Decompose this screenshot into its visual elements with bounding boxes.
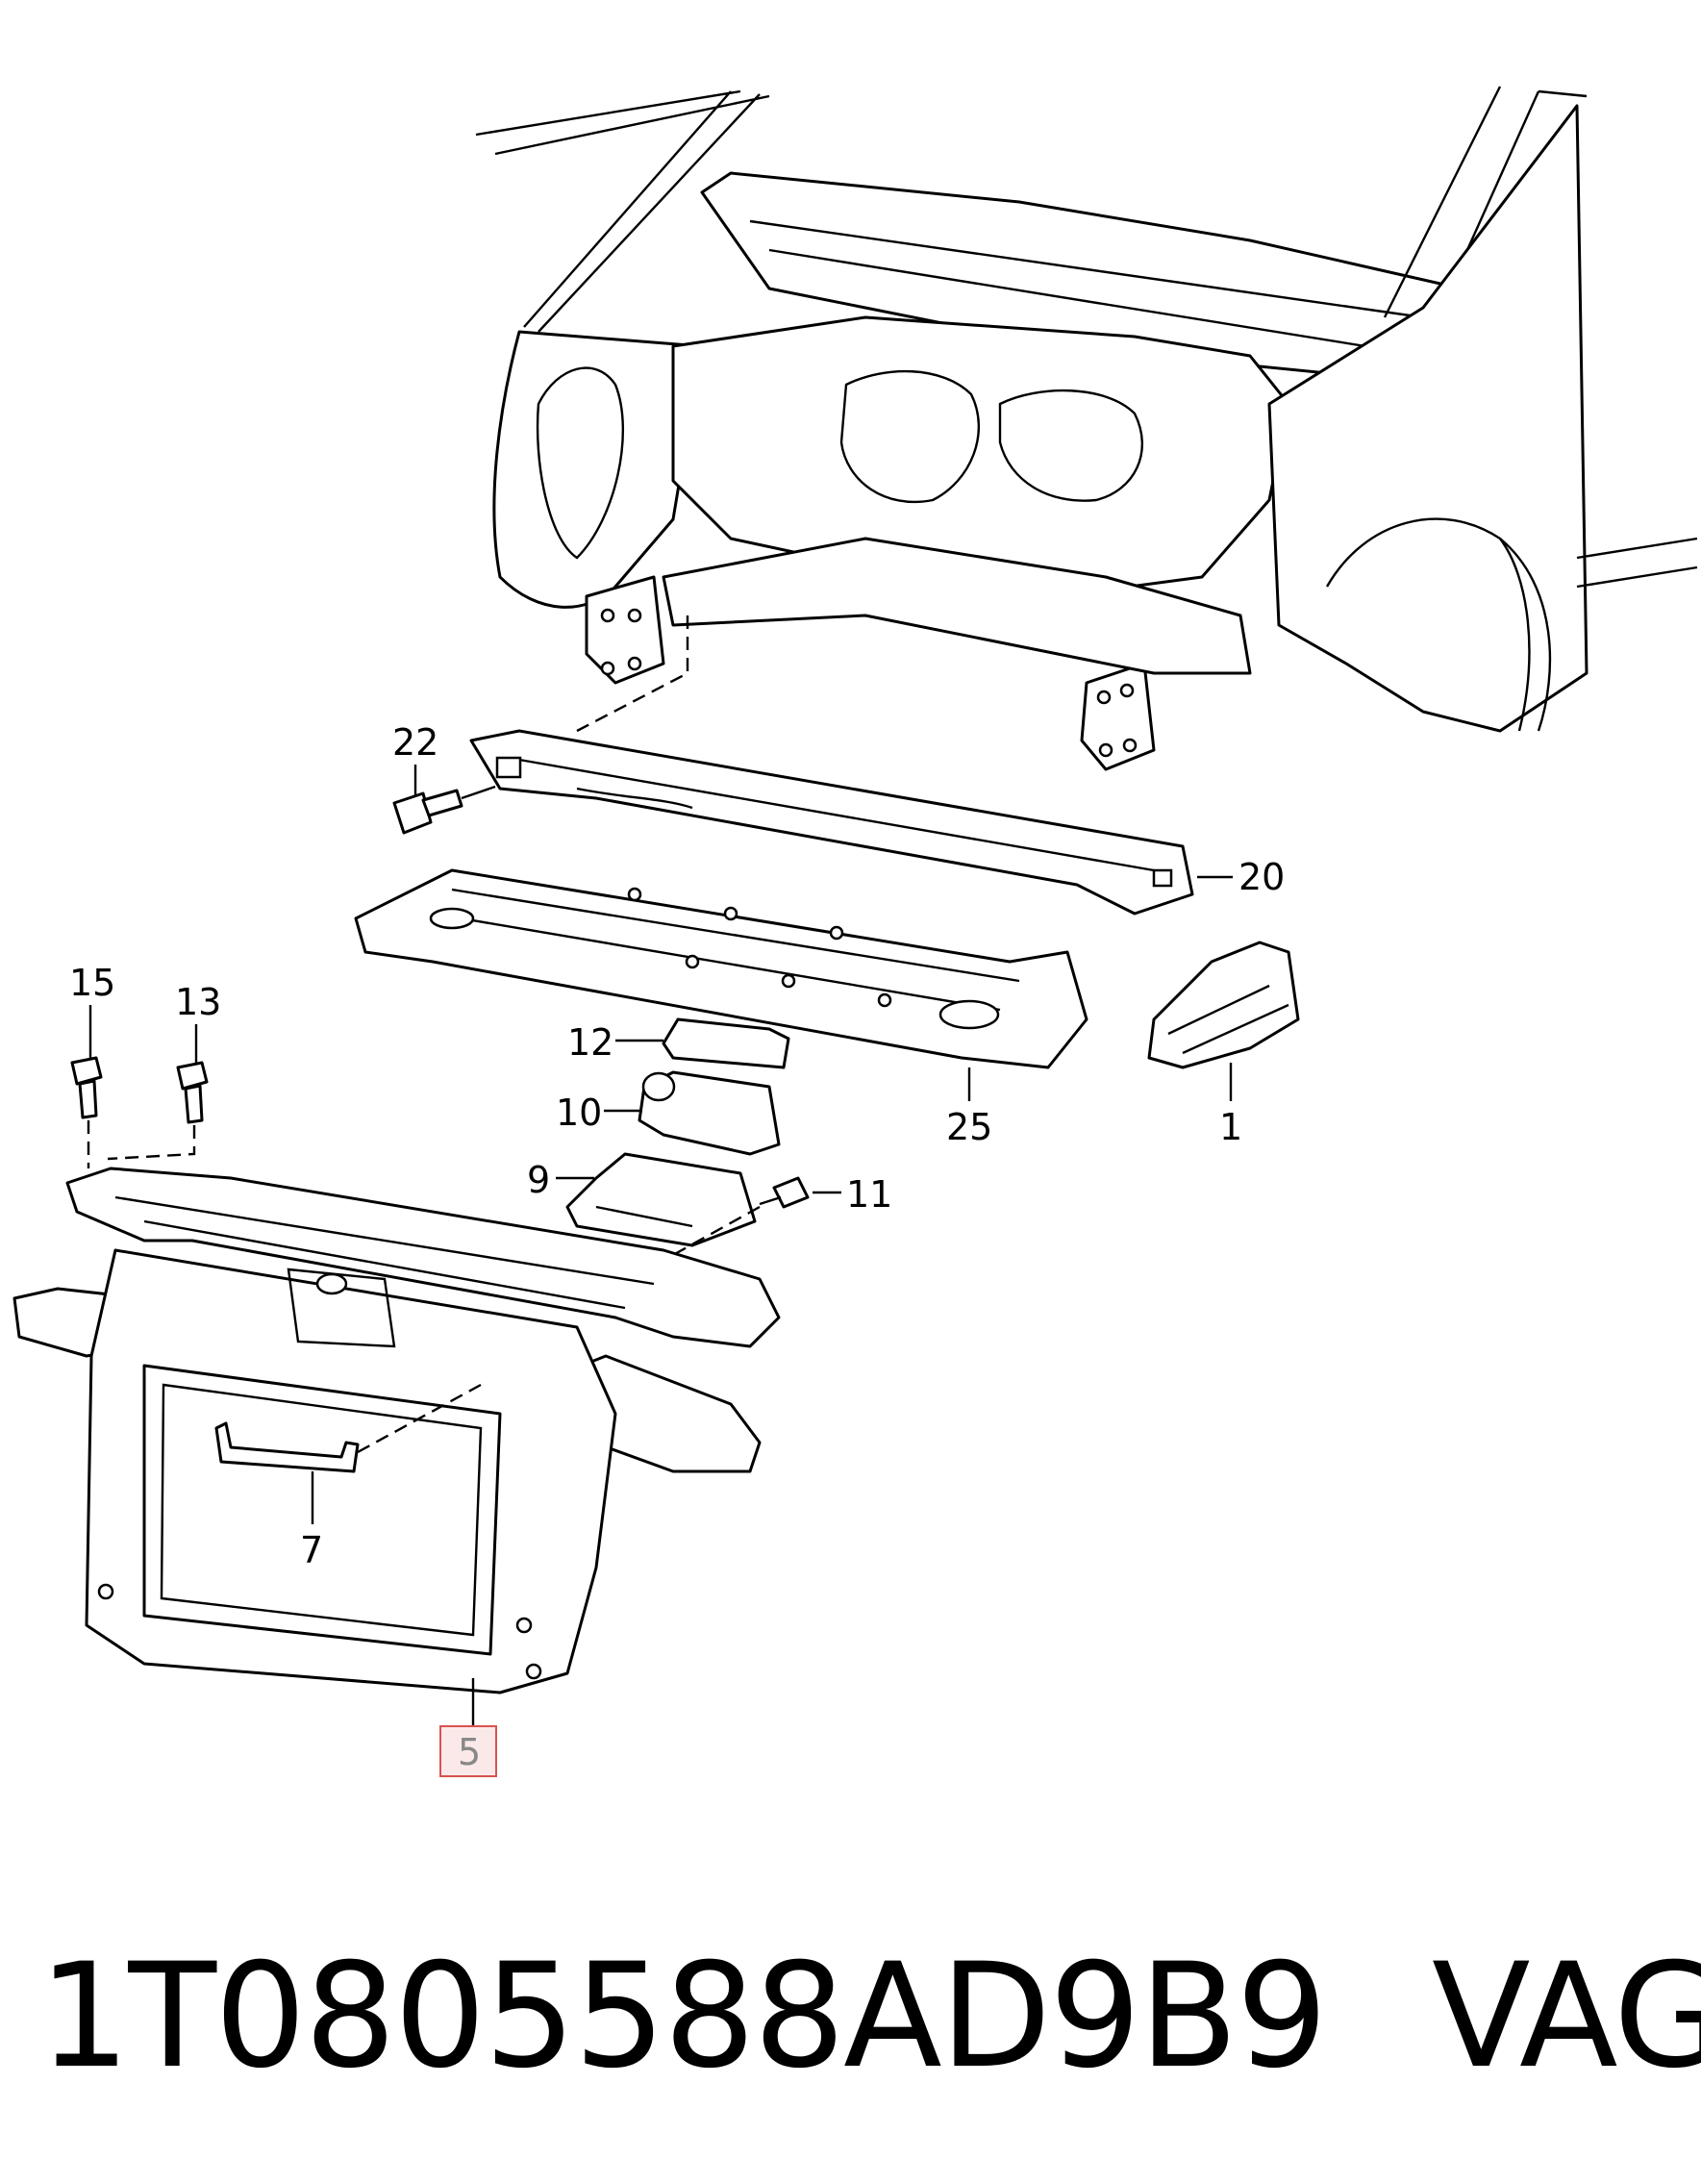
vehicle-front-body (475, 86, 1698, 771)
callout-7: 7 (300, 1529, 323, 1571)
part-25-cross-panel (354, 868, 1088, 1069)
leader-lines (88, 765, 1233, 1726)
part-9-air-duct (565, 1152, 757, 1247)
callout-1: 1 (1219, 1106, 1242, 1148)
part-5-lock-carrier (13, 1167, 781, 1694)
part-number-caption: 1T0805588AD9B9 VAG (38, 1933, 1701, 2100)
callout-15: 15 (69, 962, 115, 1004)
part-12-air-guide (662, 1017, 790, 1069)
part-15-bolt (70, 1056, 103, 1168)
part-1-bracket (1147, 941, 1300, 1069)
callout-10: 10 (556, 1092, 602, 1134)
callout-13: 13 (175, 981, 221, 1023)
callout-5: 5 (458, 1731, 481, 1773)
part-22-bolt (392, 785, 496, 835)
part-number: 1T0805588AD9B9 (38, 1933, 1328, 2100)
callout-9: 9 (527, 1159, 550, 1201)
callout-22: 22 (392, 721, 438, 764)
callout-11: 11 (846, 1173, 892, 1216)
callout-25: 25 (946, 1106, 992, 1148)
callout-12: 12 (567, 1021, 613, 1064)
callout-5-highlight-box (439, 1725, 497, 1777)
part-13-bolt (107, 1061, 209, 1161)
brand-name: VAG (1432, 1933, 1701, 2100)
part-11-screw (672, 1176, 810, 1257)
part-10-air-duct (638, 1070, 781, 1156)
part-20-upper-crossmember (469, 729, 1194, 916)
callout-20: 20 (1238, 856, 1285, 898)
